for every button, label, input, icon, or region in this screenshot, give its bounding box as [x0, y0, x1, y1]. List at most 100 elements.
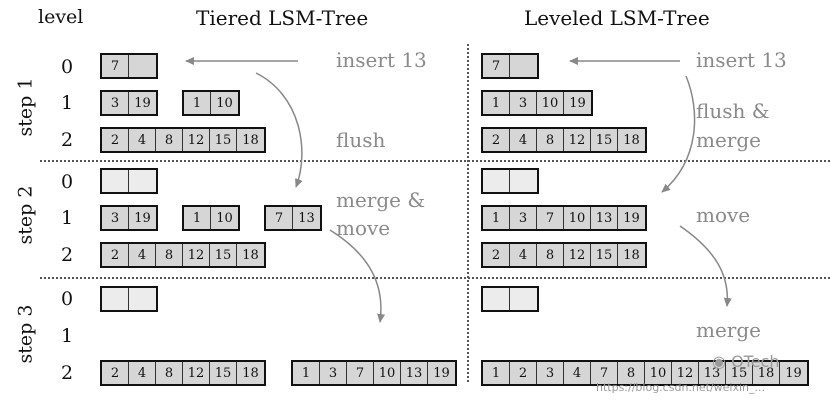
sstable-key: 8 [618, 362, 645, 384]
sstable-key: 1 [293, 362, 320, 384]
sstable-key [483, 288, 510, 310]
sstable-key: 7 [591, 362, 618, 384]
move-arrow [679, 225, 732, 307]
level-2-label: 2 [60, 244, 74, 266]
sstable-key: 8 [156, 244, 183, 266]
sstable-key: 18 [623, 247, 640, 263]
sstable-run [481, 286, 539, 312]
sstable-key: 3 [537, 362, 564, 384]
sstable-key: 4 [564, 362, 591, 384]
sstable-key: 12 [183, 362, 210, 384]
level-1-label: 1 [60, 325, 74, 347]
column-divider [467, 44, 469, 382]
sstable-key: 1 [483, 92, 510, 114]
sstable-key: 13 [401, 362, 428, 384]
sstable-key: 18 [753, 362, 780, 384]
sstable-key: 7 [483, 55, 510, 77]
sstable-key: 10 [216, 95, 233, 111]
sstable-key: 2 [102, 129, 129, 151]
level-1-label: 1 [60, 207, 74, 229]
wechat-icon: ◉ [712, 352, 726, 371]
sstable-key [102, 170, 129, 192]
level-0-label: 0 [60, 288, 74, 310]
merge-move-arrow [329, 229, 386, 323]
sstable-run [100, 168, 158, 194]
sstable-key: 2 [483, 129, 510, 151]
sstable-key: 15 [726, 362, 753, 384]
sstable-key: 10 [645, 362, 672, 384]
sstable-key: 1 [184, 92, 211, 114]
leveled-flush-merge-note: merge [696, 128, 761, 152]
level-1-label: 1 [60, 92, 74, 114]
step-divider [40, 277, 830, 279]
sstable-key: 18 [242, 247, 259, 263]
sstable-key: 12 [183, 129, 210, 151]
watermark-url: https://blog.csdn.net/weixin_... [596, 381, 766, 394]
sstable-key: 8 [537, 129, 564, 151]
sstable-key: 4 [129, 244, 156, 266]
sstable-key: 18 [242, 365, 259, 381]
sstable-key: 3 [510, 207, 537, 229]
level-2-label: 2 [60, 129, 74, 151]
sstable-key: 15 [210, 362, 237, 384]
sstable-key: 7 [266, 207, 293, 229]
sstable-run: 7 [100, 53, 158, 79]
sstable-key: 8 [156, 129, 183, 151]
sstable-key: 19 [569, 95, 586, 111]
level-0-label: 0 [60, 56, 74, 78]
sstable-key: 12 [564, 129, 591, 151]
sstable-run: 3 19 [100, 90, 158, 116]
sstable-key: 19 [785, 365, 802, 381]
sstable-key: 3 [510, 92, 537, 114]
sstable-key: 4 [510, 129, 537, 151]
sstable-key: 8 [537, 244, 564, 266]
sstable-run [481, 168, 539, 194]
sstable-key: 2 [102, 362, 129, 384]
sstable-key: 10 [216, 210, 233, 226]
sstable-key: 1 [184, 207, 211, 229]
tiered-flush-note: flush [336, 128, 386, 152]
sstable-key: 7 [347, 362, 374, 384]
sstable-key: 13 [591, 207, 618, 229]
sstable-run: 7 [481, 53, 539, 79]
tiered-merge-move-note: merge & [336, 188, 426, 212]
sstable-key: 10 [374, 362, 401, 384]
sstable-key: 10 [564, 207, 591, 229]
sstable-key: 19 [134, 95, 151, 111]
sstable-key: 19 [623, 210, 640, 226]
leveled-merge-note: merge [696, 318, 761, 342]
sstable-key: 18 [623, 132, 640, 148]
sstable-key: 3 [102, 92, 129, 114]
level-2-label: 2 [60, 362, 74, 384]
level-column-header: level [38, 6, 84, 28]
sstable-key: 18 [242, 132, 259, 148]
sstable-key: 15 [210, 129, 237, 151]
sstable-key: 7 [102, 55, 129, 77]
tiered-merge-move-note: move [336, 216, 391, 240]
step-divider [40, 160, 830, 162]
leveled-move-note: move [696, 203, 751, 227]
sstable-key: 10 [537, 92, 564, 114]
sstable-key: 12 [564, 244, 591, 266]
sstable-key: 12 [672, 362, 699, 384]
sstable-key: 2 [510, 362, 537, 384]
level-0-label: 0 [60, 171, 74, 193]
sstable-run: 1 10 [182, 205, 240, 231]
sstable-run: 1 10 [182, 90, 240, 116]
sstable-key: 13 [699, 362, 726, 384]
sstable-key: 7 [537, 207, 564, 229]
leveled-flush-merge-note: flush & [696, 99, 770, 123]
sstable-key: 4 [129, 362, 156, 384]
sstable-key: 13 [298, 210, 315, 226]
sstable-key: 3 [320, 362, 347, 384]
sstable-key: 12 [183, 244, 210, 266]
leveled-insert-note: insert 13 [696, 48, 787, 72]
